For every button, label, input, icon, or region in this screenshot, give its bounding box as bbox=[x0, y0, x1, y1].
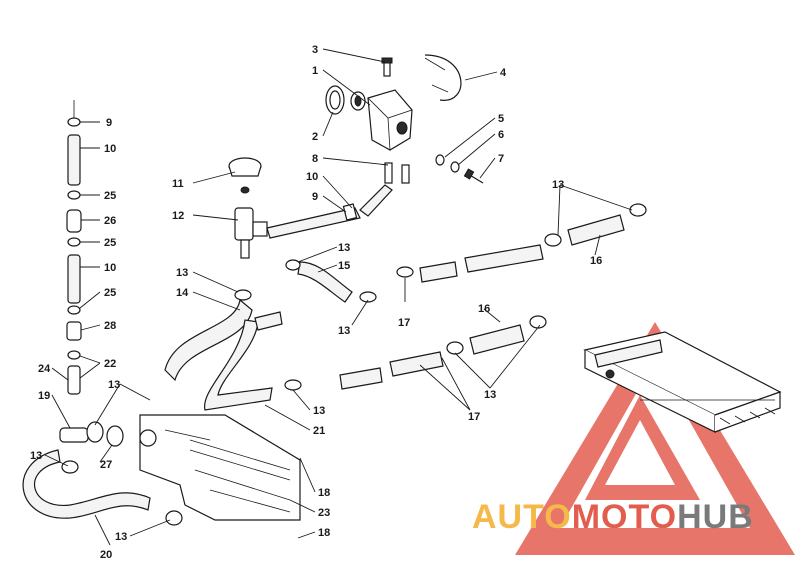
hose-15 bbox=[285, 259, 377, 303]
watermark-text: AUTOMOTOHUB bbox=[472, 498, 754, 536]
watermark-hub: HUB bbox=[677, 498, 754, 536]
callout-10-left-a: 10 bbox=[104, 143, 116, 155]
callout-13-h: 13 bbox=[30, 450, 42, 462]
callout-16-lower: 16 bbox=[478, 303, 490, 315]
callout-13-i: 13 bbox=[115, 531, 127, 543]
callout-17-upper: 17 bbox=[398, 317, 410, 329]
callout-5: 5 bbox=[498, 113, 504, 125]
callout-14: 14 bbox=[176, 287, 189, 299]
callout-27: 27 bbox=[100, 459, 112, 471]
callout-9-left: 9 bbox=[106, 117, 112, 129]
leader-lines bbox=[44, 48, 633, 546]
callout-11: 11 bbox=[172, 178, 184, 190]
watermark-logo bbox=[515, 322, 795, 555]
callout-labels: 3 1 4 2 5 6 7 8 10 9 11 12 13 15 13 14 1… bbox=[30, 44, 602, 561]
callout-13-g: 13 bbox=[108, 379, 120, 391]
radiator bbox=[139, 414, 301, 521]
callout-12: 12 bbox=[172, 210, 184, 222]
callout-18-upper: 18 bbox=[318, 487, 330, 499]
callout-13-f: 13 bbox=[313, 405, 325, 417]
callout-6: 6 bbox=[498, 129, 504, 141]
callout-25-b: 25 bbox=[104, 237, 116, 249]
hose-14-21 bbox=[164, 289, 283, 411]
callout-15: 15 bbox=[338, 260, 350, 272]
left-vertical-stack bbox=[59, 100, 124, 447]
callout-23: 23 bbox=[318, 507, 330, 519]
hose-20 bbox=[22, 429, 183, 526]
callout-13-b: 13 bbox=[176, 267, 188, 279]
pressure-cap-and-tee bbox=[228, 157, 393, 259]
callout-20: 20 bbox=[100, 549, 112, 561]
callout-4: 4 bbox=[500, 67, 507, 79]
filler-neck-assembly bbox=[325, 54, 484, 184]
callout-21: 21 bbox=[313, 425, 325, 437]
callout-17-lower: 17 bbox=[468, 411, 480, 423]
callout-24: 24 bbox=[38, 363, 51, 375]
callout-3: 3 bbox=[312, 44, 318, 56]
callout-28: 28 bbox=[104, 320, 116, 332]
callout-7: 7 bbox=[498, 153, 504, 165]
callout-16-upper: 16 bbox=[590, 255, 602, 267]
watermark-auto: AUTO bbox=[472, 498, 572, 536]
callout-18-lower: 18 bbox=[318, 527, 330, 539]
callout-26: 26 bbox=[104, 215, 116, 227]
callout-9-upper: 9 bbox=[312, 191, 318, 203]
callout-1: 1 bbox=[312, 65, 318, 77]
upper-right-hoses bbox=[396, 203, 647, 283]
callout-8: 8 bbox=[312, 153, 318, 165]
watermark-moto: MOTO bbox=[572, 498, 677, 536]
callout-13-a: 13 bbox=[338, 242, 350, 254]
callout-13-c: 13 bbox=[338, 325, 350, 337]
callout-2: 2 bbox=[312, 131, 318, 143]
callout-13-d: 13 bbox=[552, 179, 564, 191]
heat-exchanger bbox=[583, 331, 782, 433]
callout-25-c: 25 bbox=[104, 287, 116, 299]
callout-13-e: 13 bbox=[484, 389, 496, 401]
callout-25-a: 25 bbox=[104, 190, 116, 202]
callout-22: 22 bbox=[104, 358, 116, 370]
callout-10-left-b: 10 bbox=[104, 262, 116, 274]
callout-19: 19 bbox=[38, 390, 50, 402]
lower-right-hoses bbox=[284, 315, 547, 391]
callout-10-upper: 10 bbox=[306, 171, 318, 183]
